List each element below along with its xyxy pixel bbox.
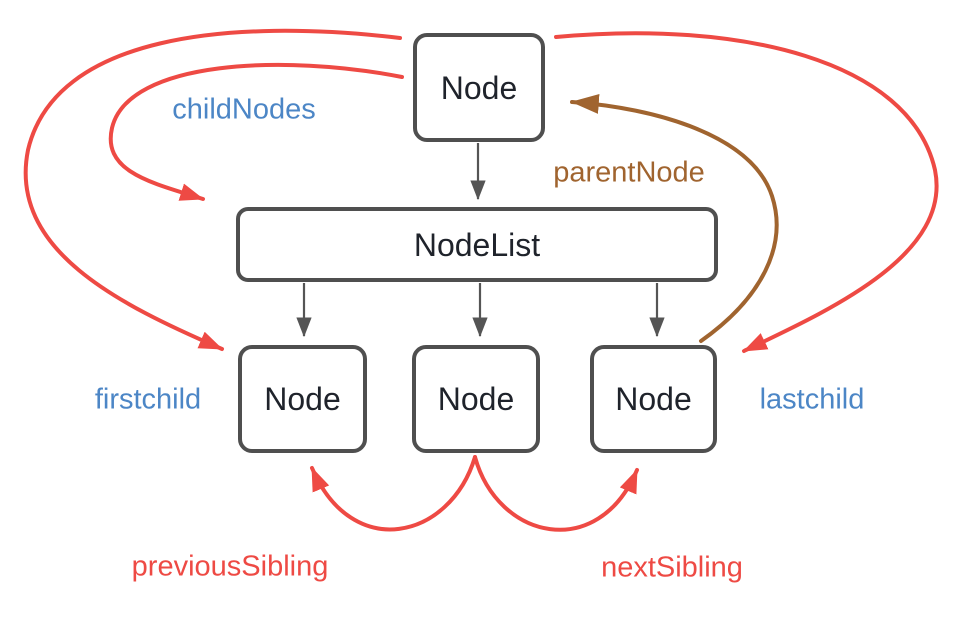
box-node-first-child-label: Node [264,381,341,417]
box-node-top: Node [413,33,545,142]
box-node-first-child: Node [238,345,367,453]
label-previoussibling: previousSibling [131,550,329,583]
label-nextsibling: nextSibling [601,551,743,584]
box-node-middle-child: Node [412,345,540,453]
parentnode-arrow [570,93,779,343]
box-node-top-label: Node [440,69,518,106]
box-node-last-child: Node [590,345,717,453]
box-nodelist: NodeList [236,207,718,282]
label-lastchild: lastchild [759,383,865,416]
box-node-middle-child-label: Node [437,381,515,417]
nextsibling-arrow [473,455,639,532]
previoussibling-arrow [310,455,477,532]
box-node-last-child-label: Node [615,381,692,417]
label-firstchild: firstchild [94,383,202,416]
childnodes-arrow [108,62,404,201]
label-childnodes: childNodes [172,93,316,126]
box-nodelist-label: NodeList [413,226,541,263]
firstchild-arrow [23,28,402,351]
label-parentnode: parentNode [553,156,705,189]
lastchild-arrow [554,31,939,353]
